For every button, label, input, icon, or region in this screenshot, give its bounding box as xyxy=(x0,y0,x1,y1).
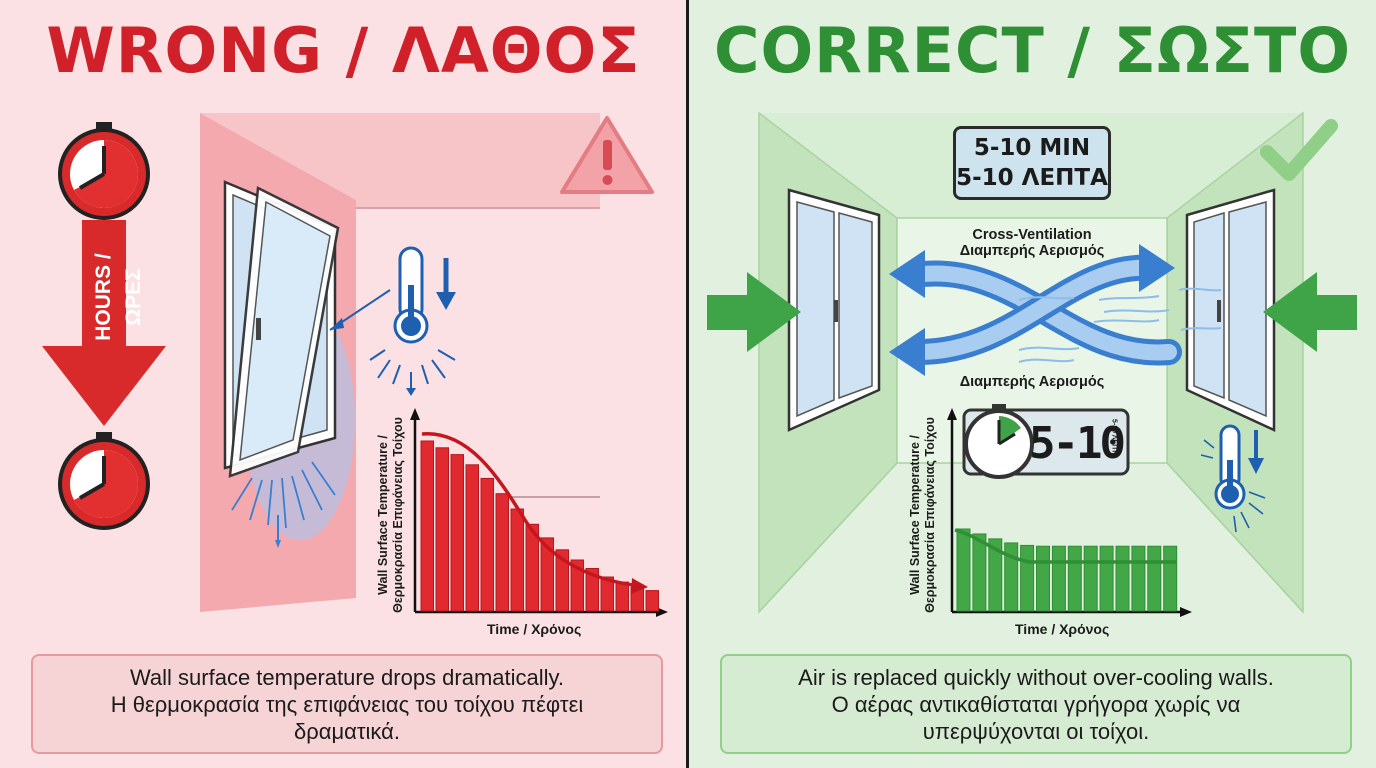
y-axis-label-gr: Θερμοκρασία Επιφάνειας Τοίχου xyxy=(391,417,405,613)
thermometer-icon xyxy=(1200,424,1266,533)
wrong-title: WRONG / ΛΑΘΟΣ xyxy=(46,14,641,87)
chart-bar xyxy=(540,537,554,612)
y-axis-label-en: Wall Surface Temperature / xyxy=(908,435,922,595)
panel-divider xyxy=(686,0,689,768)
timer-small-label: 5-10 ΛΕΠΤΑ xyxy=(1110,419,1118,458)
thermometer-icon xyxy=(329,246,456,396)
check-icon xyxy=(1260,119,1338,181)
trend-curve xyxy=(421,432,641,588)
x-axis-label: Time / Χρόνος xyxy=(1015,621,1110,637)
chart-bar xyxy=(1131,545,1146,612)
chart-bar xyxy=(615,581,629,612)
chart-bar xyxy=(510,508,524,612)
caption-line: δραματικά. xyxy=(293,718,400,744)
chart-bar xyxy=(1099,545,1114,612)
chart-bar xyxy=(956,528,971,612)
chart-bar xyxy=(1115,545,1130,612)
caption-line: Air is replaced quickly without over-coo… xyxy=(798,664,1274,690)
chart-bar xyxy=(1020,544,1035,612)
airflow-label-gr: Διαμπερής Αερισμός xyxy=(959,243,1105,259)
hours-label: HOURS / ΩΡΕΣ xyxy=(92,253,145,341)
airflow-arrows-icon xyxy=(889,244,1222,376)
arrow-in-icon xyxy=(1263,272,1357,352)
chart-bar xyxy=(1004,542,1019,612)
correct-title: CORRECT / ΣΩΣΤΟ xyxy=(713,14,1352,87)
y-axis-label: Wall Surface Temperature / Θερμοκρασία Ε… xyxy=(371,415,411,615)
chart-bar xyxy=(450,454,464,612)
caption-line: Ο αέρας αντικαθίσταται γρήγορα χωρίς να xyxy=(831,691,1241,717)
correct-illustration xyxy=(707,111,1357,617)
chart-bar xyxy=(1067,545,1082,612)
chart-bar xyxy=(1083,545,1098,612)
back-wall-top xyxy=(200,113,600,208)
y-axis-label-en: Wall Surface Temperature / xyxy=(376,435,390,595)
chart-bar xyxy=(435,447,449,612)
chart-bar xyxy=(645,590,659,612)
window-icon xyxy=(787,188,881,432)
chart-bar xyxy=(988,538,1003,612)
caption-line: Η θερμοκρασία της επιφάνειας του τοίχου … xyxy=(110,691,584,717)
chart-bar xyxy=(495,493,509,612)
warning-icon xyxy=(560,116,654,194)
chart-bar xyxy=(600,576,614,612)
clock-icon xyxy=(58,122,150,220)
airflow-label-bottom: Διαμπερής Αερισμός xyxy=(959,374,1105,390)
chart-bar xyxy=(570,559,584,612)
timer-icon xyxy=(962,404,1130,479)
clock-icon xyxy=(58,432,150,530)
trend-curve xyxy=(954,528,1177,564)
window-icon xyxy=(223,180,340,478)
y-axis-label: Wall Surface Temperature / Θερμοκρασία Ε… xyxy=(903,415,943,615)
chart-bar xyxy=(420,440,434,612)
airflow-label-en: Cross-Ventilation xyxy=(972,227,1092,243)
chart-bar xyxy=(555,549,569,612)
chart-bar xyxy=(972,533,987,612)
correct-panel: CORRECT / ΣΩΣΤΟ 5-10 MIN 5-10 ΛΕΠΤΑ Cros… xyxy=(689,0,1376,768)
duration-line: 5-10 MIN xyxy=(973,135,1091,161)
wrong-panel: WRONG / ΛΑΘΟΣ HOURS / ΩΡΕΣ Wall Surface … xyxy=(0,0,687,768)
caption-line: υπερψύχονται οι τοίχοι. xyxy=(922,718,1150,744)
caption-line: Wall surface temperature drops dramatica… xyxy=(129,664,565,690)
chart-bar xyxy=(585,568,599,612)
down-arrow-icon xyxy=(42,220,166,426)
window-icon xyxy=(1185,188,1276,432)
duration-line: 5-10 ΛΕΠΤΑ xyxy=(956,165,1108,191)
y-axis-label-gr: Θερμοκρασία Επιφάνειας Τοίχου xyxy=(923,417,937,613)
chart-bar xyxy=(1051,545,1066,612)
chart-bar xyxy=(1147,545,1162,612)
chart-bar xyxy=(1036,545,1050,612)
chart-bar xyxy=(465,464,479,612)
airflow-label-top: Cross-Ventilation Διαμπερής Αερισμός xyxy=(957,227,1107,259)
chart-bar xyxy=(1163,545,1178,612)
chart-bar xyxy=(480,477,494,612)
arrow-in-icon xyxy=(707,272,801,352)
x-axis-label: Time / Χρόνος xyxy=(487,621,582,637)
chart-bar xyxy=(525,523,539,612)
duration-box: 5-10 MIN 5-10 ΛΕΠΤΑ xyxy=(953,126,1111,200)
correct-caption: Air is replaced quickly without over-coo… xyxy=(720,654,1352,754)
wrong-illustration xyxy=(42,113,668,617)
cold-air-rays-icon xyxy=(231,461,336,529)
timer-digits: 5-10 xyxy=(1029,418,1126,469)
wrong-caption: Wall surface temperature drops dramatica… xyxy=(31,654,663,754)
